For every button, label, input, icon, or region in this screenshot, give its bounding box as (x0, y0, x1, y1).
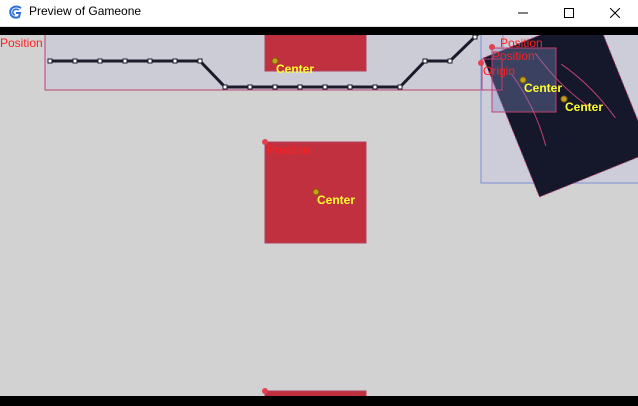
position-label: Position (0, 36, 43, 50)
center-label: Center (317, 193, 355, 207)
center-marker (519, 76, 527, 84)
origin-marker (478, 60, 484, 66)
scene-svg: Center Position (0, 35, 638, 396)
minimize-button[interactable] (500, 0, 546, 26)
origin-label: Origin (483, 64, 515, 78)
position-marker (489, 44, 495, 50)
window-title: Preview of Gameone (29, 4, 142, 18)
letterbox-bottom (0, 396, 638, 406)
gdevelop-icon (9, 5, 22, 19)
center-marker (312, 188, 320, 196)
maximize-icon (564, 8, 574, 18)
red-sprite-top[interactable] (264, 35, 367, 72)
center-marker (560, 95, 568, 103)
minimize-icon (518, 12, 528, 14)
position-label: Position (267, 143, 310, 157)
center-marker (271, 57, 279, 65)
close-button[interactable] (592, 0, 638, 26)
position-marker (262, 388, 268, 394)
letterbox-top (0, 27, 638, 35)
origin-box (481, 58, 503, 91)
center-label: Center (276, 62, 314, 76)
position-label: Position (500, 36, 543, 50)
game-canvas[interactable]: Center Position (0, 35, 638, 396)
position-label: Position (492, 49, 535, 63)
red-sprite-bottom[interactable] (264, 390, 367, 396)
maximize-button[interactable] (546, 0, 592, 26)
window-titlebar[interactable]: Preview of Gameone (0, 0, 638, 27)
center-label: Center (524, 81, 562, 95)
position-marker (262, 139, 268, 145)
close-icon (610, 8, 620, 18)
path-nodes (47, 35, 478, 90)
center-label: Center (565, 100, 603, 114)
